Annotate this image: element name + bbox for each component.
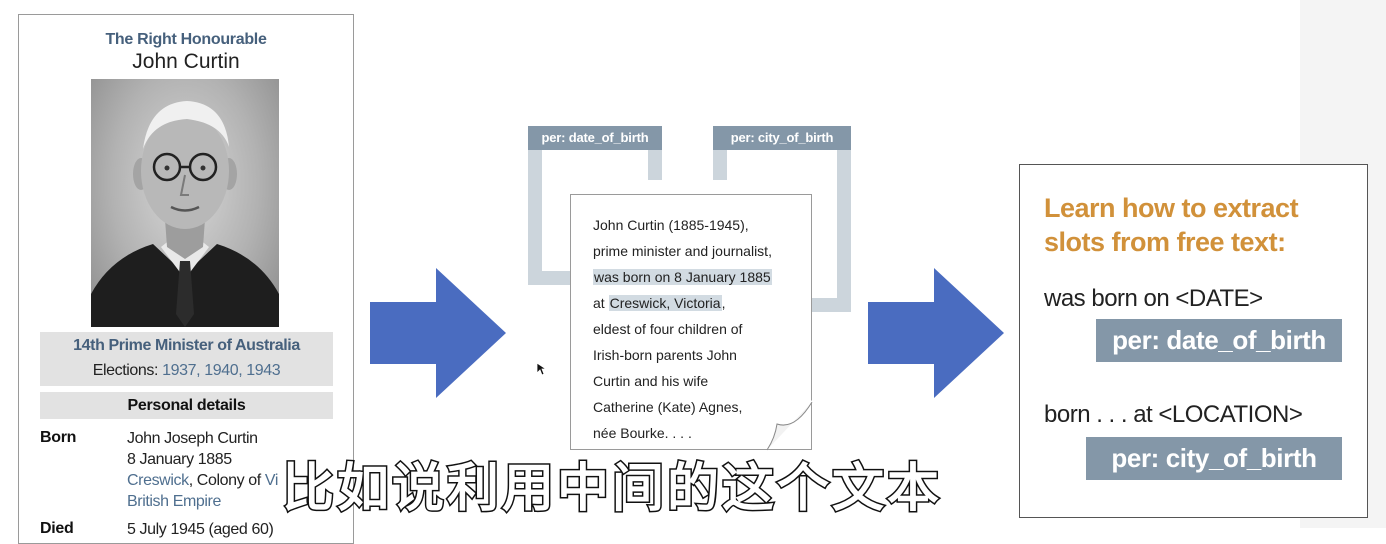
- office-title: 14th Prime Minister of Australia: [40, 337, 333, 355]
- pattern-date: was born on <DATE>: [1044, 285, 1263, 313]
- born-place-mid: , Colony of: [189, 472, 265, 489]
- page-fold-icon: [765, 400, 815, 452]
- tag-city-of-birth: per: city_of_birth: [713, 126, 851, 150]
- doc-line: née Bourke. . . .: [593, 425, 692, 441]
- born-label: Born: [40, 429, 76, 447]
- personal-details-header: Personal details: [40, 392, 333, 419]
- doc-line: was born on 8 January 1885: [593, 269, 772, 285]
- born-empire: British Empire: [127, 491, 221, 512]
- creswick-link[interactable]: Creswick: [127, 472, 189, 489]
- doc-line: prime minister and journalist,: [593, 243, 772, 259]
- video-subtitle: 比如说利用中间的这个文本: [282, 446, 942, 521]
- date-bracket-right: [648, 150, 662, 180]
- doc-line: Irish-born parents John: [593, 347, 737, 363]
- died-label: Died: [40, 520, 73, 538]
- elections-label: Elections:: [93, 362, 162, 379]
- doc-at: at: [593, 295, 609, 311]
- born-place: Creswick, Colony of Vi: [127, 470, 278, 491]
- date-highlight: was born on 8 January 1885: [593, 269, 772, 285]
- location-highlight: Creswick, Victoria: [609, 295, 722, 311]
- died-value: 5 July 1945 (aged 60): [127, 519, 273, 540]
- doc-line: at Creswick, Victoria,: [593, 295, 725, 311]
- british-empire-link[interactable]: British Empire: [127, 493, 221, 510]
- date-bracket-left: [528, 150, 542, 285]
- slot-date-of-birth: per: date_of_birth: [1096, 319, 1342, 362]
- doc-line: Catherine (Kate) Agnes,: [593, 399, 742, 415]
- infobox-office-block: 14th Prime Minister of Australia Electio…: [40, 332, 333, 386]
- born-name: John Joseph Curtin: [127, 428, 258, 449]
- portrait-photo: [91, 79, 279, 327]
- panel-heading-line2: slots from free text:: [1044, 227, 1286, 258]
- slot-city-of-birth: per: city_of_birth: [1086, 437, 1342, 480]
- elections-links[interactable]: 1937, 1940, 1943: [162, 362, 280, 379]
- doc-line: John Curtin (1885-1945),: [593, 217, 749, 233]
- mouse-cursor-icon: [536, 362, 546, 376]
- panel-heading-line1: Learn how to extract: [1044, 193, 1298, 224]
- infobox-name: John Curtin: [19, 50, 353, 74]
- right-arrow-icon: [868, 268, 1004, 398]
- city-bracket-right: [837, 150, 851, 312]
- infobox-honorific: The Right Honourable: [19, 31, 353, 49]
- doc-comma: ,: [722, 295, 726, 311]
- learning-panel: Learn how to extract slots from free tex…: [1019, 164, 1368, 518]
- doc-line: eldest of four children of: [593, 321, 742, 337]
- city-bracket-left: [713, 150, 727, 180]
- born-date: 8 January 1885: [127, 449, 232, 470]
- pattern-location: born . . . at <LOCATION>: [1044, 401, 1302, 429]
- right-arrow-icon: [370, 268, 506, 398]
- tag-date-of-birth: per: date_of_birth: [528, 126, 662, 150]
- victoria-link[interactable]: Vi: [265, 472, 278, 489]
- elections-row: Elections: 1937, 1940, 1943: [40, 362, 333, 380]
- doc-line: Curtin and his wife: [593, 373, 708, 389]
